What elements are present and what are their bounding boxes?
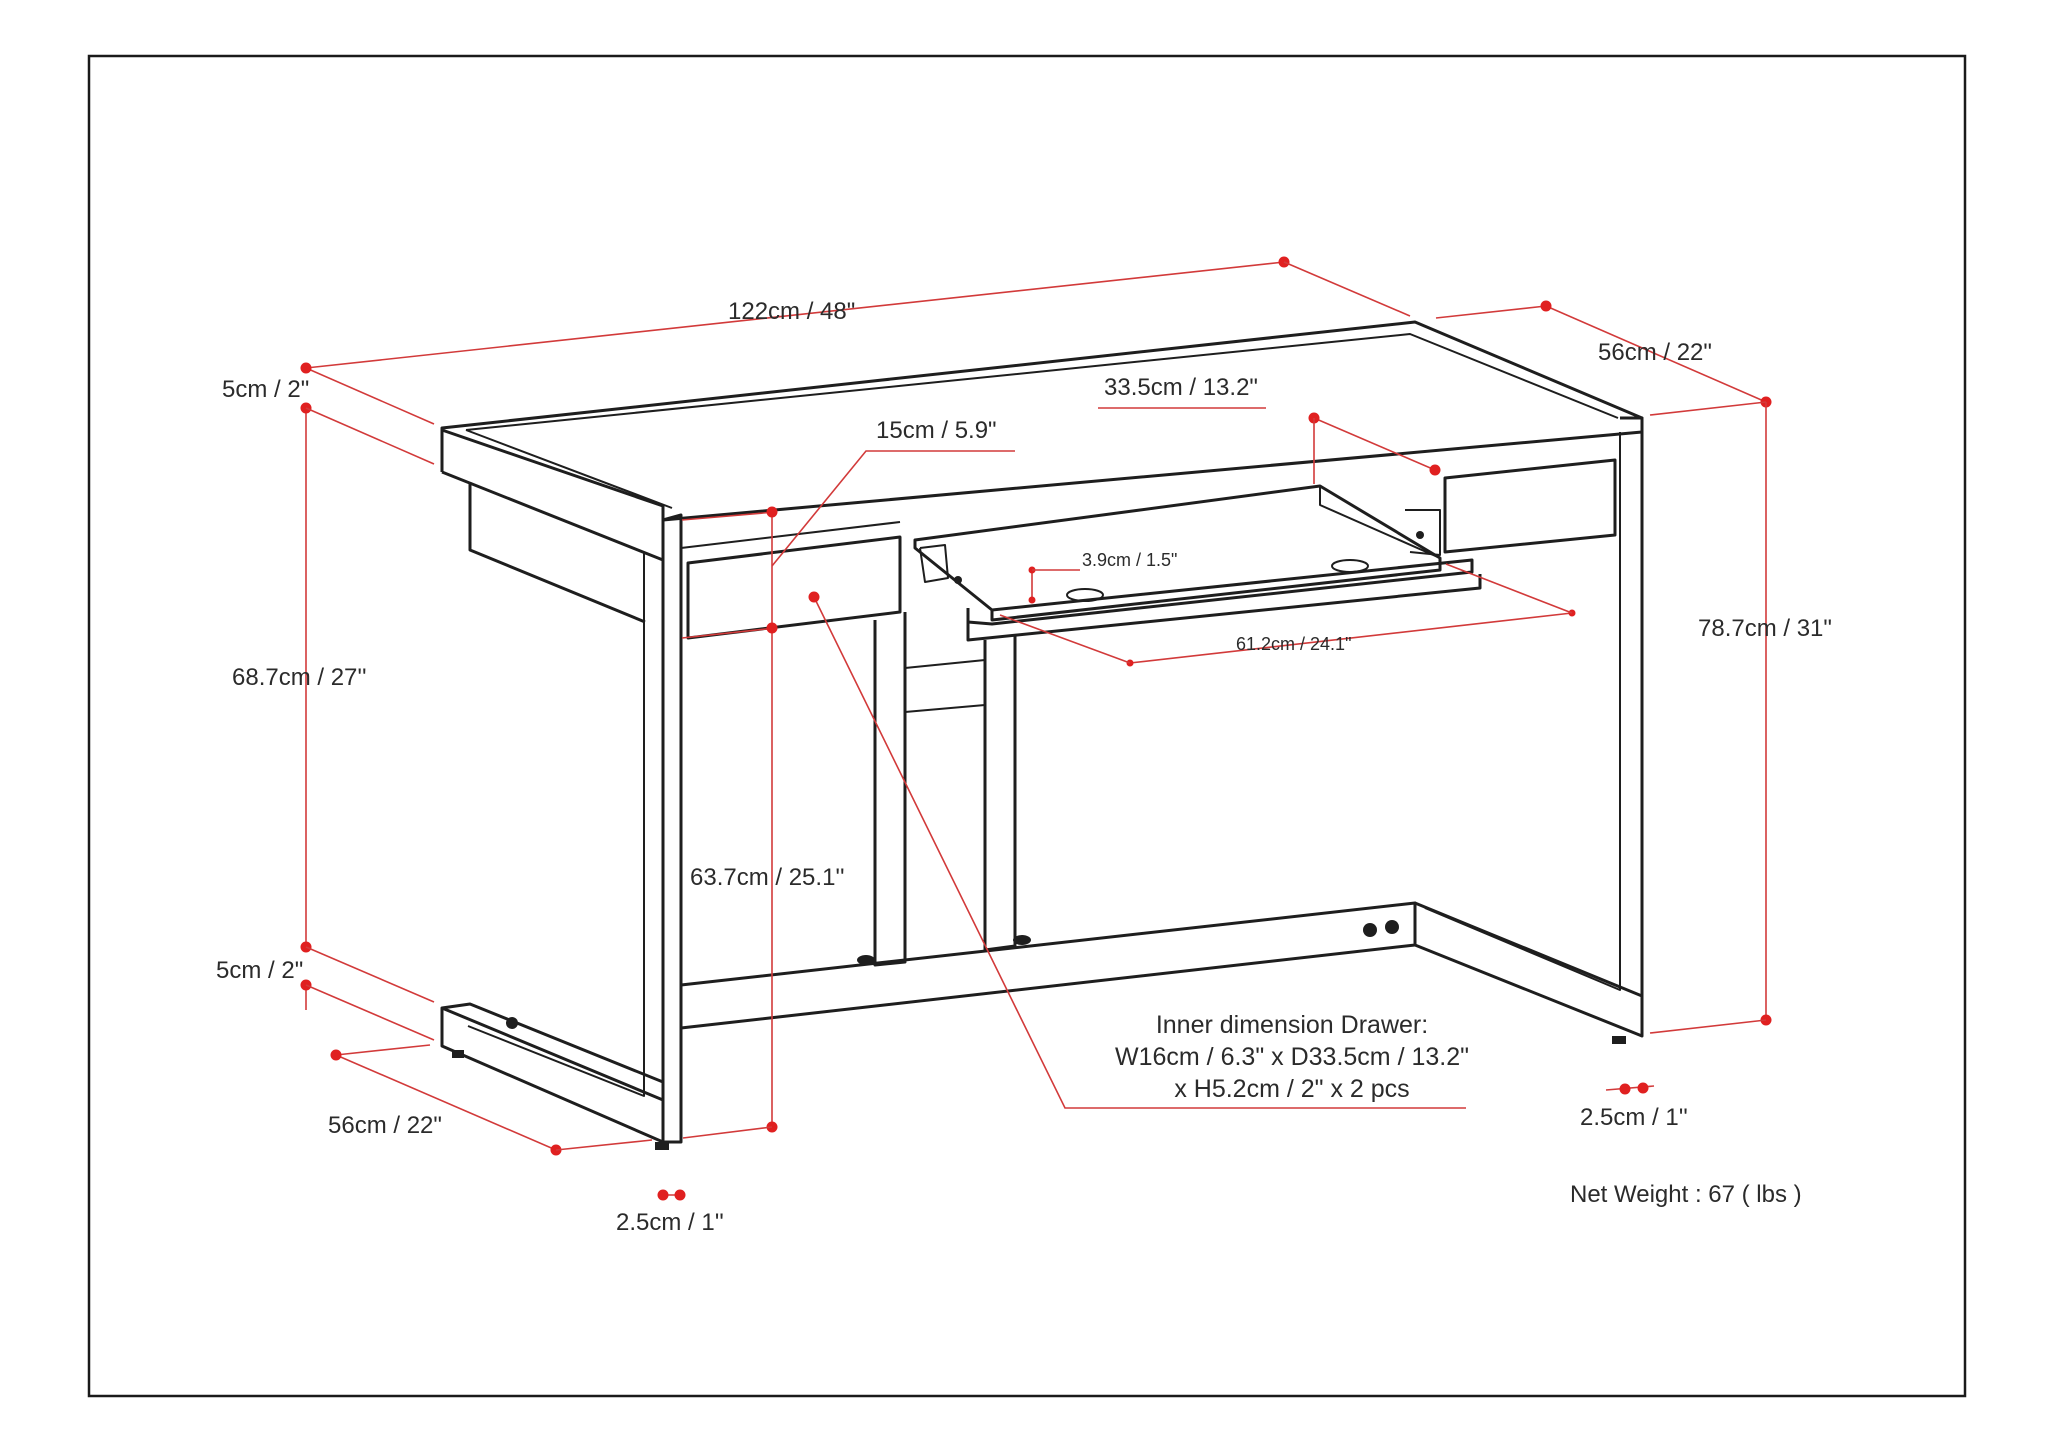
width-total-label: 122cm / 48" xyxy=(728,298,855,325)
drawer-height-leader xyxy=(771,450,1015,567)
depth-base-dimension-line xyxy=(335,1054,557,1151)
rear-floor-rail xyxy=(680,901,1417,1030)
base-rail-left-top xyxy=(441,1002,664,1084)
screw-icon xyxy=(1416,531,1424,539)
dimension-labels: 122cm / 48" 56cm / 22" 5cm / 2" 33.5cm /… xyxy=(216,298,1832,1236)
left-apron xyxy=(468,482,646,624)
width-right-extension xyxy=(1283,261,1411,317)
net-weight-label: Net Weight : 67 ( lbs ) xyxy=(1570,1181,1802,1208)
depth-base-bottom-extension xyxy=(555,1139,653,1151)
left-drawer xyxy=(686,535,902,640)
front-left-leg xyxy=(440,520,665,1144)
depth-base-label: 56cm / 22" xyxy=(328,1112,442,1139)
desk-top-left-side-bottom xyxy=(441,470,664,562)
drawer-top-red-edge xyxy=(681,511,776,521)
dimension-lines xyxy=(300,256,1772,1201)
keyboard-tray-depth-label: 33.5cm / 13.2" xyxy=(1104,374,1258,401)
desk-outline xyxy=(440,320,1644,1150)
clearance-bottom-extension xyxy=(682,1126,773,1139)
tray-width-line xyxy=(1129,612,1573,664)
slide-bracket-left xyxy=(919,544,949,583)
keyboard-tray-right-side xyxy=(1319,486,1441,559)
drawer-note-line2: W16cm / 6.3" x D33.5cm / 13.2" xyxy=(1115,1043,1469,1071)
middle-right-post xyxy=(983,636,1017,952)
clearance-height-label: 63.7cm / 25.1'' xyxy=(690,864,845,891)
front-left-leg-side xyxy=(662,513,683,1144)
tray-thickness-label: 3.9cm / 1.5" xyxy=(1082,550,1177,570)
desk-top xyxy=(440,320,1644,522)
grommet-icon xyxy=(1066,588,1104,602)
rear-right-leg-inner xyxy=(1424,432,1621,991)
right-drawer xyxy=(1443,458,1617,554)
grommet-icon xyxy=(1331,559,1369,573)
bolt-icon xyxy=(506,1017,518,1029)
tray-width-left-extension xyxy=(999,614,1131,664)
bolt-icon xyxy=(1363,923,1377,937)
depth-base-extension xyxy=(335,1044,431,1056)
foot-icon xyxy=(1612,1036,1626,1044)
leg-inner-height-label: 68.7cm / 27'' xyxy=(232,664,367,691)
tray-width-label: 61.2cm / 24.1" xyxy=(1236,634,1351,654)
rear-right-base-rail xyxy=(1414,901,1643,998)
foot-icon xyxy=(655,1142,669,1150)
foot-icon xyxy=(452,1050,464,1058)
leg-width-left-label: 2.5cm / 1'' xyxy=(616,1209,724,1236)
depth-top-dimension-line xyxy=(1545,305,1767,403)
width-extension-line xyxy=(305,367,435,425)
depth-top-right-extension xyxy=(1649,401,1767,416)
drawer-note-line1: Inner dimension Drawer: xyxy=(1156,1011,1428,1039)
total-height-label: 78.7cm / 31" xyxy=(1698,615,1832,642)
leg-height-top-extension xyxy=(305,407,435,465)
depth-top-label: 56cm / 22" xyxy=(1598,339,1712,366)
drawer-bottom-red-edge xyxy=(681,627,776,639)
drawer-inner-leader xyxy=(813,596,1466,1109)
keyboard-tray-rail xyxy=(966,574,1482,642)
bolt-icon xyxy=(1385,920,1399,934)
desk-top-inner-edge-left xyxy=(465,429,673,509)
drawer-top-edge xyxy=(680,521,901,549)
width-dimension-line xyxy=(305,261,1285,369)
depth-top-extension xyxy=(1435,305,1547,319)
total-height-bottom-extension xyxy=(1649,1019,1767,1034)
foot-icon xyxy=(1013,935,1031,945)
keyboard-tray-top xyxy=(913,484,1442,622)
drawer-note-line3: x H5.2cm / 2" x 2 pcs xyxy=(1174,1075,1409,1103)
middle-left-post xyxy=(873,612,907,967)
tray-width-right-extension xyxy=(1445,563,1573,614)
keyboard-tray-front xyxy=(966,558,1474,626)
base-thickness-extension xyxy=(305,984,435,1041)
drawer-height-label: 15cm / 5.9" xyxy=(876,417,997,444)
diagram-frame xyxy=(87,54,1967,1398)
leg-width-right-label: 2.5cm / 1'' xyxy=(1580,1104,1688,1131)
middle-crossbar xyxy=(904,659,986,713)
slide-bracket-right xyxy=(1405,509,1441,556)
desk-top-inner-edge xyxy=(465,333,1619,431)
leg-height-bottom-extension xyxy=(305,946,435,1003)
foot-icon xyxy=(857,955,875,965)
tray-depth-line xyxy=(1313,417,1436,471)
screw-icon xyxy=(954,576,962,584)
front-left-leg-inner xyxy=(467,552,645,1097)
top-thickness-label: 5cm / 2" xyxy=(222,376,309,403)
base-thickness-label: 5cm / 2" xyxy=(216,957,303,984)
rear-right-leg xyxy=(1414,416,1644,1038)
